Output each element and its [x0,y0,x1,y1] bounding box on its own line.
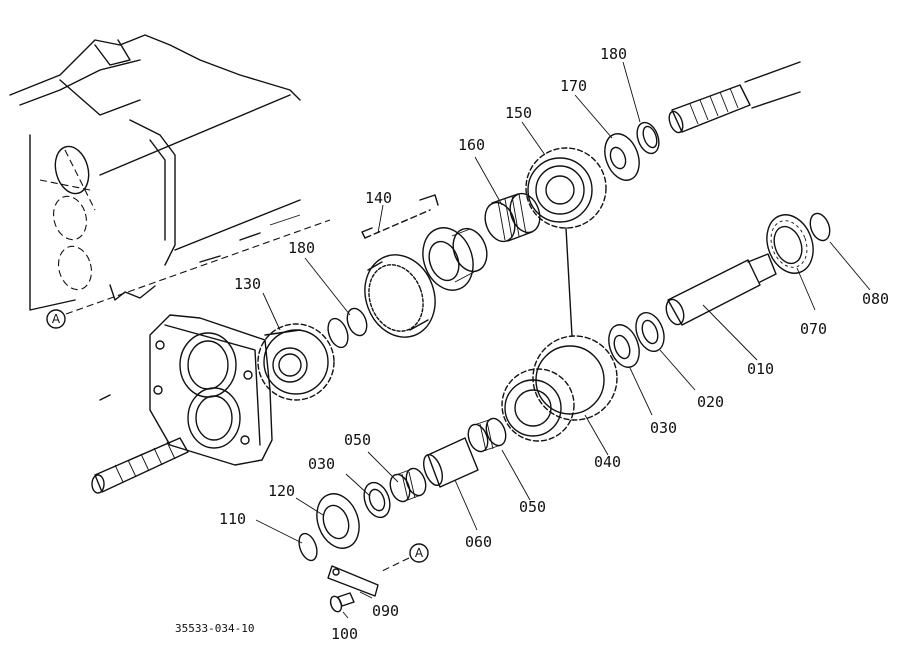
part-label-030-right: 030 [650,419,677,437]
part-label-070: 070 [800,320,827,338]
countershaft-010 [665,253,777,326]
part-label-100: 100 [331,625,358,643]
snap-ring-180-left [327,307,368,349]
reference-marker-label: A [52,312,61,326]
ball-bearing-070 [766,214,814,274]
reference-marker-a-lower: A [379,543,429,573]
reference-marker-label: A [415,546,424,560]
part-label-020: 020 [697,393,724,411]
part-label-040: 040 [594,453,621,471]
part-label-090: 090 [372,602,399,620]
part-label-110: 110 [219,510,246,528]
part-label-150: 150 [505,104,532,122]
snap-ring-080 [809,212,831,242]
washer-030-right [608,324,640,368]
bearing-120 [316,493,360,549]
thrust-washer-170 [604,133,640,181]
bolt-100 [329,592,355,613]
lock-plate-090 [327,565,379,597]
part-label-030-left: 030 [308,455,335,473]
part-label-170: 170 [560,77,587,95]
gear-130 [257,323,335,401]
needle-bearing-050-left [389,467,427,503]
shift-sleeve-140 [364,254,436,338]
part-label-130: 130 [234,275,261,293]
part-label-140: 140 [365,189,392,207]
bracket-140-dash [364,209,431,239]
gear-case-housing [149,314,273,466]
part-labels: 130 180 140 160 150 170 180 080 070 010 … [175,45,889,643]
part-label-180-left: 180 [288,239,315,257]
part-label-080: 080 [862,290,889,308]
alignment-line [565,227,573,337]
gear-hub-140 [422,227,488,291]
needle-bearing-160 [484,192,541,243]
part-label-160: 160 [458,136,485,154]
snap-ring-180-right [636,121,660,155]
input-shaft [91,394,189,494]
leader-lines [255,61,871,619]
spacer-tube-060 [423,437,479,488]
needle-bearing-050-right [467,417,507,453]
gear-150 [525,147,607,229]
gear-cluster-040 [501,335,618,442]
part-label-010: 010 [747,360,774,378]
part-label-180-right: 180 [600,45,627,63]
part-label-060: 060 [465,533,492,551]
reference-marker-a-left: A [46,219,331,329]
bracket-140 [361,194,439,239]
diagram-id: 35533-034-10 [175,622,254,635]
bearing-020 [635,311,665,353]
part-label-120: 120 [268,482,295,500]
snap-ring-110 [298,532,318,562]
washer-030-left [363,481,391,519]
part-label-050-left: 050 [344,431,371,449]
output-shaft [668,61,801,134]
part-label-050-right: 050 [519,498,546,516]
transmission-case [9,34,301,311]
